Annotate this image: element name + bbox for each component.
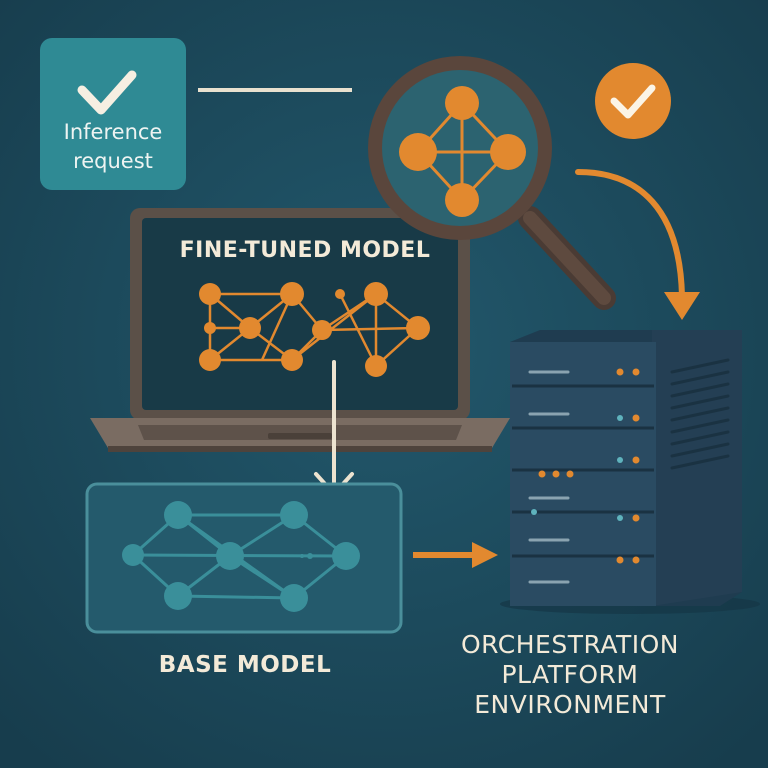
fine-tuned-nodes bbox=[199, 282, 430, 377]
inference-request-line1: Inference bbox=[63, 120, 163, 144]
fine-tuned-model-label: FINE-TUNED MODEL bbox=[179, 238, 431, 263]
orchestration-line3: ENVIRONMENT bbox=[474, 690, 666, 719]
curved-arrow bbox=[575, 169, 685, 299]
curved-arrow-head bbox=[664, 292, 700, 320]
check-icon bbox=[77, 70, 137, 115]
approved-badge bbox=[595, 63, 671, 139]
inference-request-box bbox=[40, 38, 186, 190]
orchestration-line1: ORCHESTRATION bbox=[460, 630, 680, 659]
inference-request-line2: request bbox=[73, 149, 153, 173]
server-icon bbox=[500, 330, 760, 614]
right-arrow bbox=[413, 542, 498, 568]
orchestration-line2: PLATFORM bbox=[501, 660, 639, 689]
orchestration-label: ORCHESTRATION PLATFORM ENVIRONMENT bbox=[420, 630, 720, 720]
base-model-nodes bbox=[122, 501, 360, 612]
inference-request-label: Inference request bbox=[40, 118, 186, 176]
base-model-label: BASE MODEL bbox=[158, 652, 332, 678]
check-icon bbox=[610, 84, 656, 119]
magnifier-icon bbox=[368, 56, 616, 310]
